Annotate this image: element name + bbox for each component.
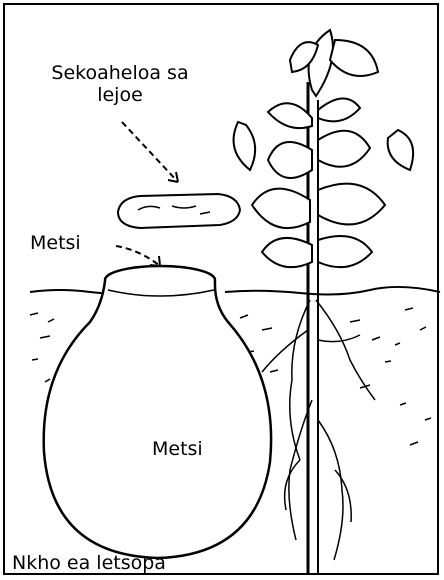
stone-lid-label: Sekoaheloa sa lejoe (30, 62, 210, 106)
water-in-pot-label: Metsi (152, 438, 203, 460)
stone-lid-icon (118, 194, 240, 228)
clay-pot-label: Nkho ea letsopa (12, 552, 166, 574)
water-top-label: Metsi (30, 232, 81, 254)
clay-pot-icon (44, 266, 271, 558)
